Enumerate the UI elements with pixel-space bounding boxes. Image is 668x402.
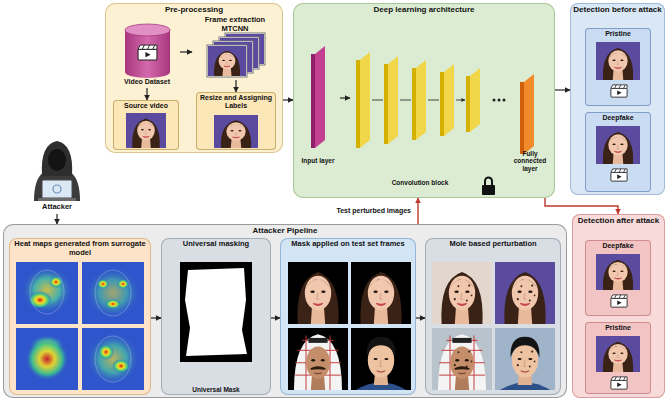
box-title: Universal masking <box>161 240 271 249</box>
result-box: Deepfake <box>585 240 651 316</box>
arrow-connector <box>340 97 350 98</box>
frame-stack <box>207 33 265 77</box>
process-box: Resize and Assigning Labels <box>196 92 276 150</box>
box-caption: Universal Mask <box>161 386 271 393</box>
step-box: Mole based perturbation <box>425 238 561 395</box>
arrow-connector <box>151 317 161 318</box>
arrow-connector <box>283 99 293 100</box>
box-title: Fully connected layer <box>506 150 554 172</box>
result-box: Deepfake <box>585 112 651 192</box>
box-title: Convolution block <box>350 179 490 186</box>
face-images <box>126 113 258 148</box>
box-title: Video Dataset <box>114 78 180 86</box>
box-title: Detection after attack <box>572 216 665 225</box>
arrow-connector <box>56 214 57 224</box>
box-title: Pristine <box>585 30 651 38</box>
panel: Detection before attackPristineDeepfake <box>570 3 665 195</box>
layer-block: Convolution block <box>350 40 490 188</box>
process-box: Source video <box>113 100 179 150</box>
box-title: Attacker Pipeline <box>3 226 567 235</box>
attacker-box: Attacker <box>20 138 94 214</box>
step-box: Heat maps generated from surrogate model <box>9 238 151 395</box>
arrow-connector <box>146 88 147 100</box>
layer-block: Input layer <box>296 40 340 166</box>
box-title: Input layer <box>296 157 340 164</box>
arrow-connector <box>417 198 418 224</box>
panel: Pre-processingVideo Dataset Frame extract… <box>105 3 283 153</box>
result-box: Pristine <box>585 28 651 106</box>
arrow-connector <box>545 198 618 214</box>
box-title: Mask applied on test set frames <box>280 240 416 249</box>
arrow-connector <box>555 89 570 90</box>
arrow-connector <box>416 317 425 318</box>
box-title: Mole based perturbation <box>425 240 561 249</box>
mole-perturbed-images <box>432 262 555 390</box>
box-title: Attacker <box>20 203 94 212</box>
box-title: Heat maps generated from surrogate model <box>9 240 151 257</box>
frame-extraction-box: Frame extraction MTCNN <box>192 14 278 80</box>
box-title: Source video <box>113 102 179 110</box>
arrow-connector <box>180 51 192 52</box>
continuation-dots <box>493 99 506 102</box>
box-title: Pre-processing <box>105 5 283 14</box>
panel: Detection after attackDeepfakePristine <box>572 214 665 398</box>
step-box: Mask applied on test set frames <box>280 238 416 395</box>
step-box: Universal maskingUniversal Mask <box>161 238 271 395</box>
lock-icon <box>482 178 495 196</box>
result-images <box>596 42 640 389</box>
arrow-connector <box>271 317 280 318</box>
panel: Attacker PipelineHeat maps generated fro… <box>3 224 567 398</box>
box-title: Deepfake <box>585 114 651 122</box>
panel: Deep learning architectureInput layerCon… <box>293 3 555 198</box>
layer-block: Fully connected layer <box>506 70 554 174</box>
database-box: Video Dataset <box>114 20 180 88</box>
box-title: Detection before attack <box>570 5 665 14</box>
masked-face-images <box>288 262 411 390</box>
result-box: Pristine <box>585 322 651 394</box>
box-title: Frame extraction MTCNN <box>192 16 278 33</box>
box-title: Deepfake <box>585 242 651 250</box>
universal-mask-image <box>180 262 252 362</box>
convolution-slabs <box>356 52 480 148</box>
attacker-icon <box>34 141 80 201</box>
box-title: Pristine <box>585 324 651 332</box>
fully-connected-slab <box>520 74 534 154</box>
box-title: Deep learning architecture <box>293 5 555 14</box>
input-layer-slab <box>311 46 325 148</box>
arrow-connector <box>235 80 236 92</box>
box-title: Resize and Assigning Labels <box>196 94 276 110</box>
edge-label: Test perturbed images <box>334 207 413 215</box>
heat-map-images <box>16 262 144 390</box>
database-cylinder <box>125 24 170 78</box>
